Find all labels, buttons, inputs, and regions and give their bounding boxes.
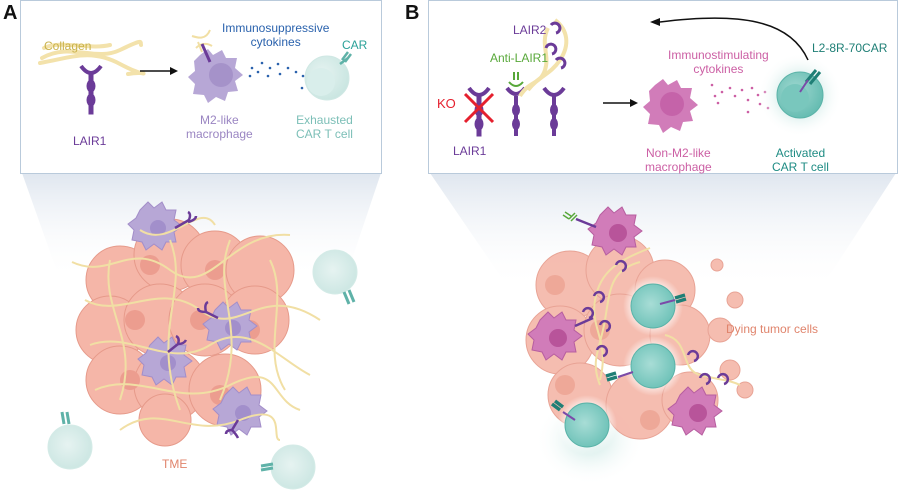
act-line-2: CAR T cell bbox=[772, 160, 829, 174]
tcell-line-1: Exhausted bbox=[296, 113, 353, 127]
panel-a-letter: A bbox=[3, 2, 18, 24]
dying-tumor-cells-label: Dying tumor cells bbox=[726, 322, 819, 336]
activated-car-tcell-b bbox=[758, 53, 842, 137]
anti-lair1-receptor-b bbox=[505, 72, 527, 136]
anti-lair1-label: Anti-LAIR1 bbox=[490, 51, 549, 65]
ko-cross-icon bbox=[463, 92, 495, 124]
macrophage-line-2: macrophage bbox=[186, 127, 253, 141]
nm2-line-1: Non-M2-like bbox=[646, 146, 711, 160]
stim-cytokines-line-1: Immunostimulating bbox=[668, 48, 769, 62]
lair1-receptor-a bbox=[79, 64, 103, 115]
cytokines-line-2: cytokines bbox=[250, 35, 301, 49]
exhausted-car-tcell-a bbox=[304, 51, 352, 101]
feedback-arrow-b bbox=[659, 17, 809, 61]
non-m2-macrophage-b bbox=[643, 79, 698, 133]
m2-macrophage-a bbox=[188, 29, 243, 103]
lair1-knockout-b bbox=[467, 86, 491, 137]
anti-lair1-bound-b bbox=[562, 211, 578, 222]
collagen-lair2-network-b bbox=[581, 247, 741, 386]
arrow-a bbox=[140, 67, 178, 75]
stim-cytokines-line-2: cytokines bbox=[693, 62, 744, 76]
car-label-a: CAR bbox=[342, 38, 368, 52]
tme-label: TME bbox=[162, 457, 188, 471]
activated-tcell-label: Activated CAR T cell bbox=[772, 146, 829, 174]
lair1-label-a: LAIR1 bbox=[73, 134, 107, 148]
m2-macrophage-label: M2-like macrophage bbox=[186, 113, 253, 141]
nm2-line-2: macrophage bbox=[645, 160, 712, 174]
tcell-line-2: CAR T cell bbox=[296, 127, 353, 141]
immunosuppressive-cytokines-label: Immunosuppressive cytokines bbox=[222, 21, 329, 49]
cytokines-line-1: Immunosuppressive bbox=[222, 21, 330, 35]
lair2-collagen-b bbox=[518, 18, 569, 98]
exhausted-tcells-scene-a bbox=[47, 249, 358, 490]
panel-b-letter: B bbox=[405, 2, 420, 24]
lair1-label-b: LAIR1 bbox=[453, 144, 487, 158]
immunostimulating-cytokines-label: Immunostimulating cytokines bbox=[668, 48, 769, 76]
non-m2-macrophage-label: Non-M2-like macrophage bbox=[645, 146, 712, 174]
collagen-fibers-a bbox=[38, 39, 146, 76]
activated-tcells-scene-b bbox=[550, 276, 687, 455]
exhausted-tcell-label: Exhausted CAR T cell bbox=[296, 113, 353, 141]
arrow-b bbox=[603, 99, 638, 107]
lair2-label: LAIR2 bbox=[513, 23, 547, 37]
collagen-label: Collagen bbox=[44, 39, 92, 53]
act-line-1: Activated bbox=[775, 146, 826, 160]
l2-8r-70car-label: L2-8R-70CAR bbox=[812, 41, 888, 55]
macrophage-line-1: M2-like bbox=[200, 113, 239, 127]
lair1-receptors-scene-a bbox=[167, 210, 240, 439]
ko-label: KO bbox=[437, 96, 456, 111]
lair1-bound-b bbox=[542, 86, 566, 136]
